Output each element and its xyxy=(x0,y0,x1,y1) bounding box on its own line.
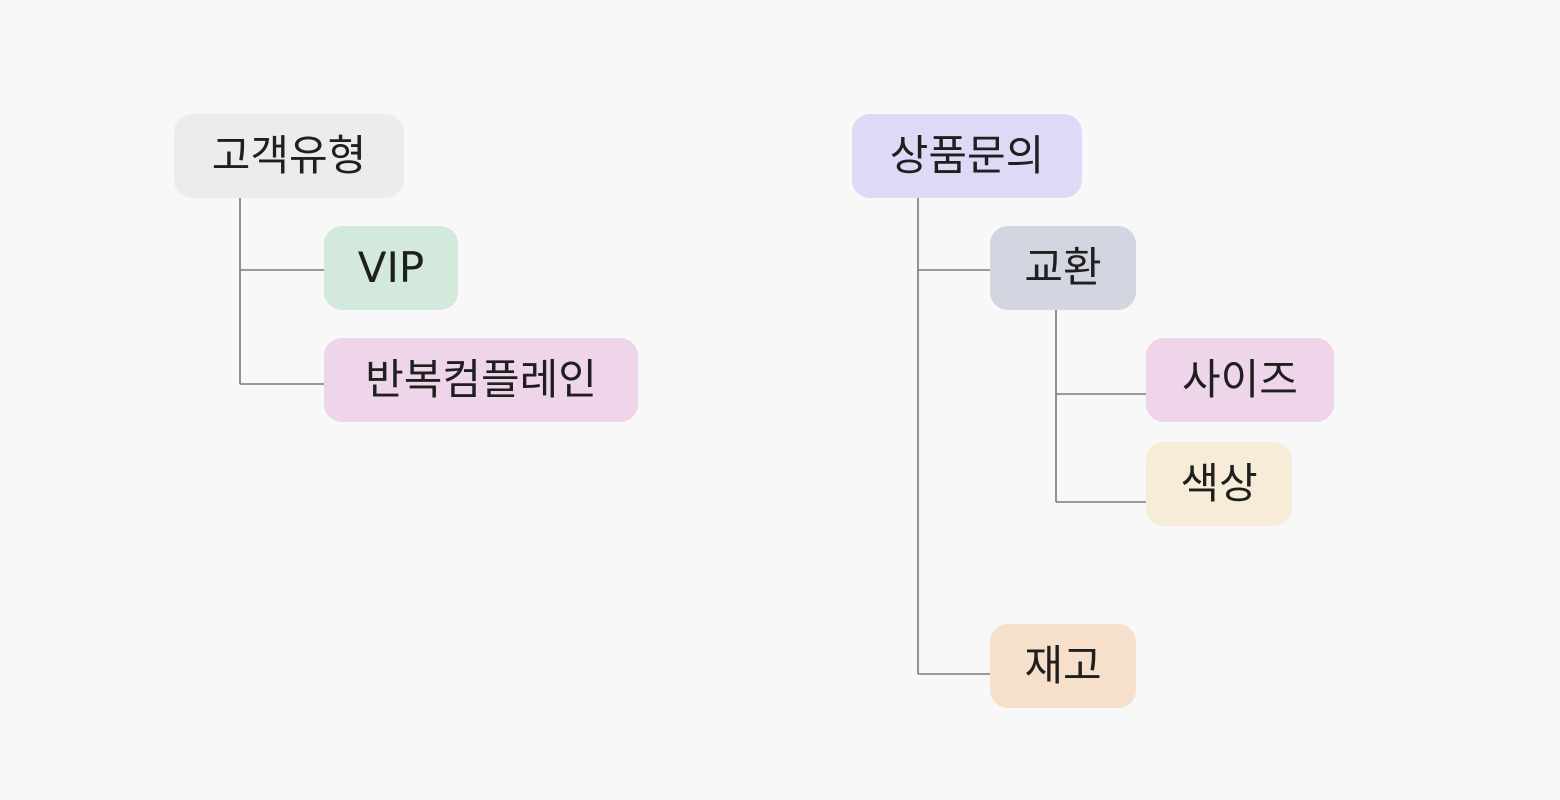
node-product-inquiry[interactable]: 상품문의 xyxy=(852,114,1082,198)
node-exchange[interactable]: 교환 xyxy=(990,226,1136,310)
node-color-label: 색상 xyxy=(1180,459,1258,508)
node-stock[interactable]: 재고 xyxy=(990,624,1136,708)
node-stock-label: 재고 xyxy=(1024,641,1102,690)
node-color[interactable]: 색상 xyxy=(1146,442,1292,526)
node-size[interactable]: 사이즈 xyxy=(1146,338,1334,422)
node-repeat-complaint-label: 반복컴플레인 xyxy=(365,355,597,404)
node-customer-type[interactable]: 고객유형 xyxy=(174,114,404,198)
node-customer-type-label: 고객유형 xyxy=(211,131,367,180)
node-product-inquiry-label: 상품문의 xyxy=(889,131,1045,180)
node-vip[interactable]: VIP xyxy=(324,226,458,310)
node-vip-label: VIP xyxy=(357,243,425,292)
node-size-label: 사이즈 xyxy=(1182,355,1298,404)
node-repeat-complaint[interactable]: 반복컴플레인 xyxy=(324,338,638,422)
node-exchange-label: 교환 xyxy=(1024,243,1102,292)
